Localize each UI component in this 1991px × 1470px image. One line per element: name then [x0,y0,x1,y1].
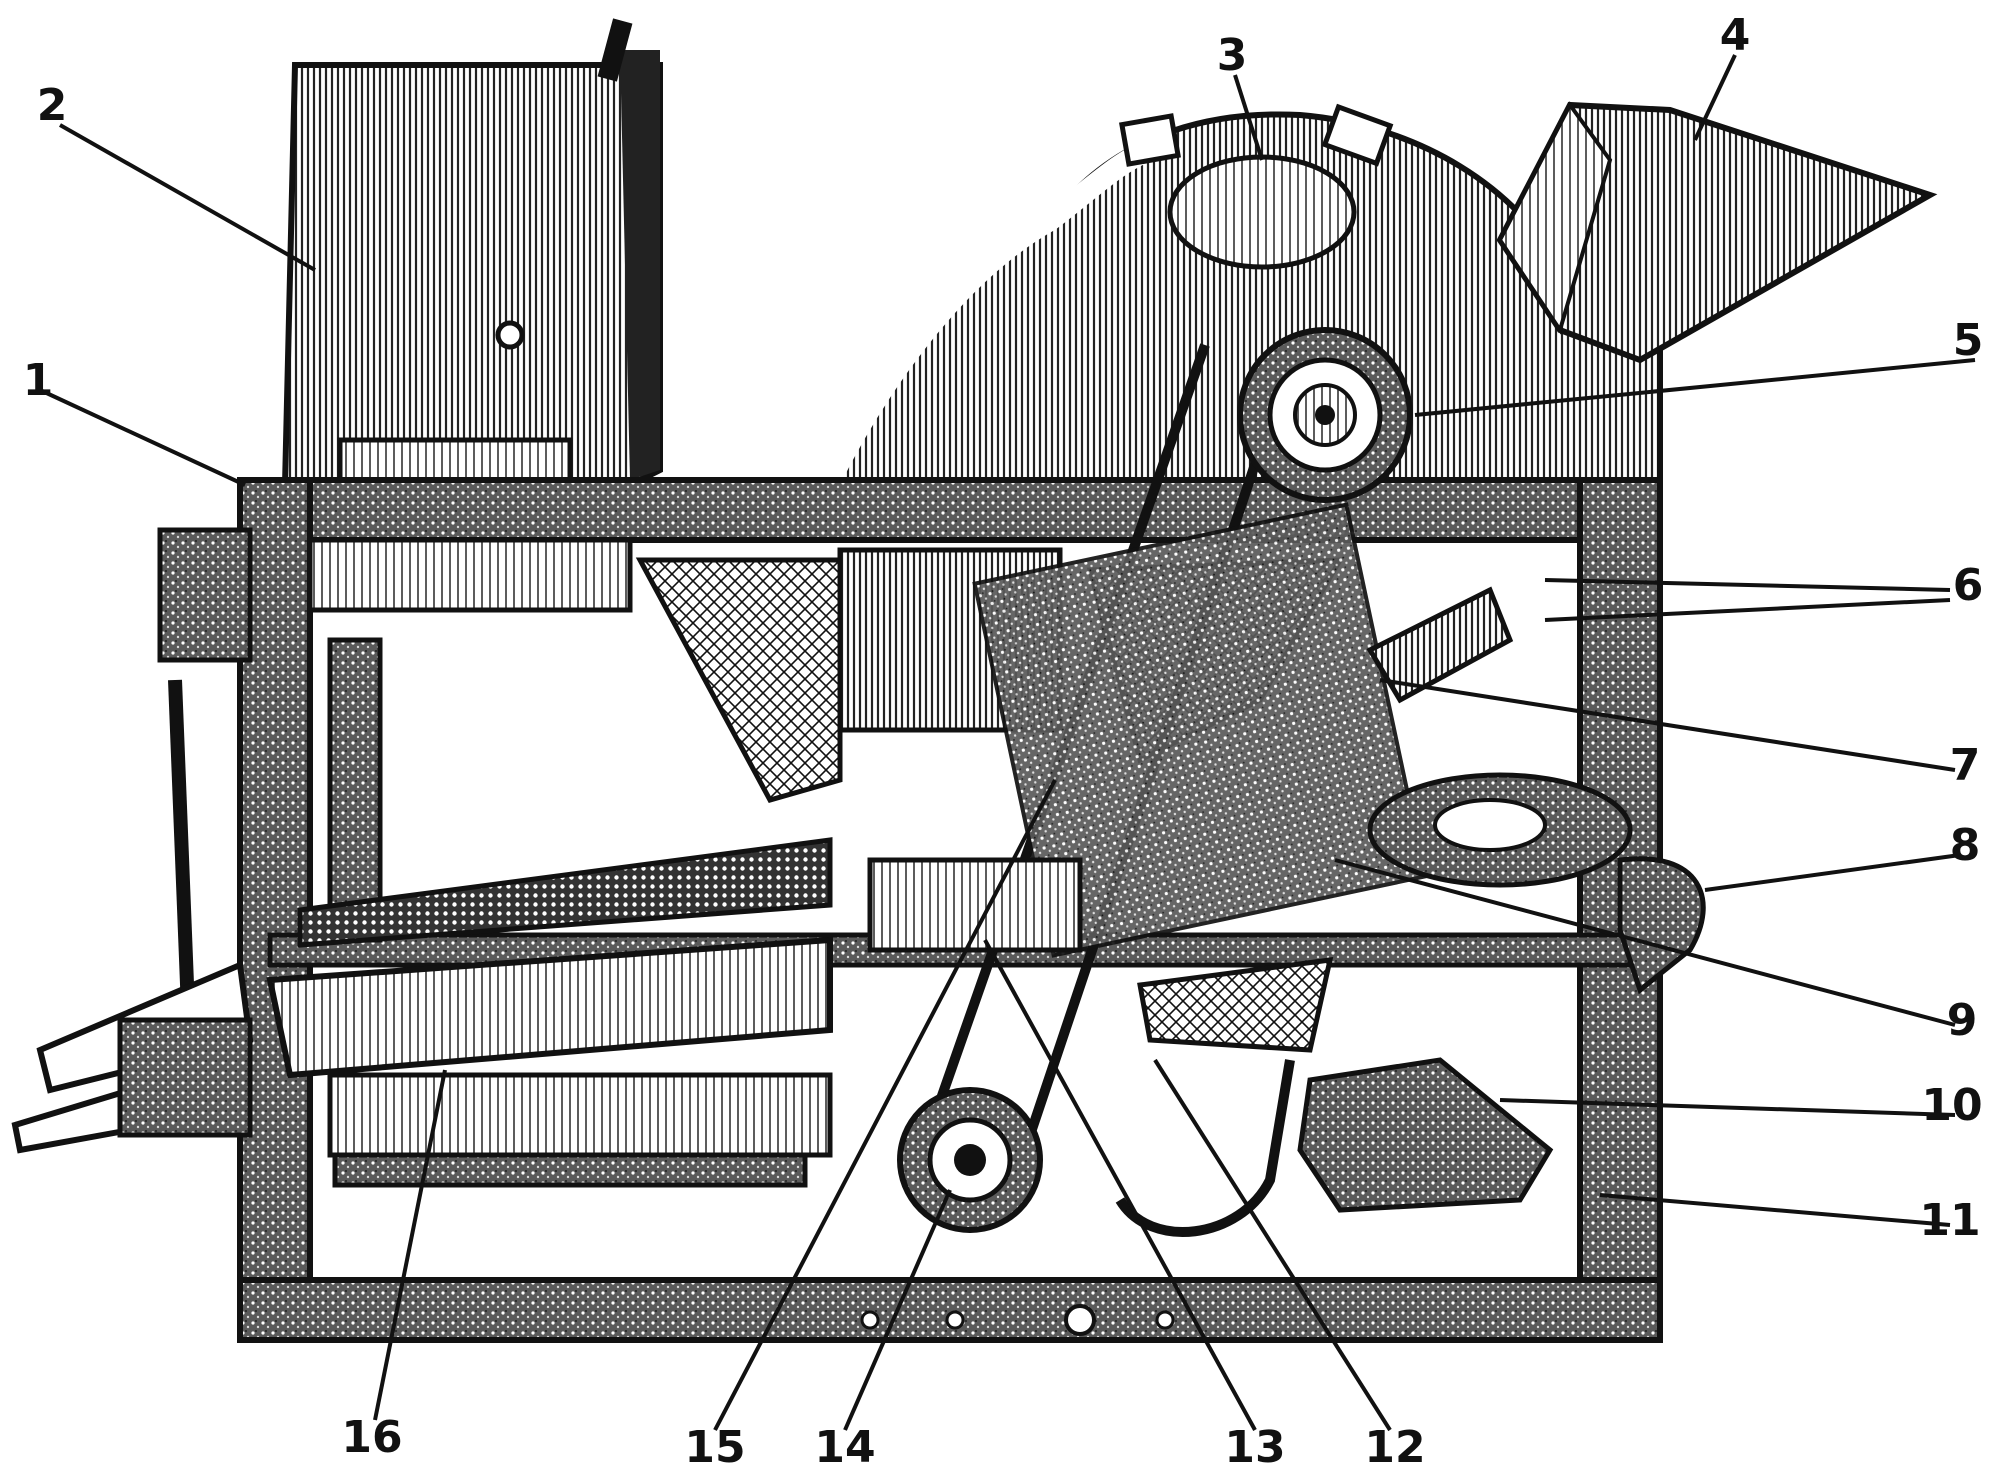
callout-15: 15 [684,1422,745,1470]
sieve-trough [266,837,833,1158]
callout-16: 16 [341,1412,402,1463]
callout-8: 8 [1950,820,1981,871]
side-box [307,537,633,613]
callout-10: 10 [1921,1080,1982,1131]
hopper [281,18,663,488]
callout-14: 14 [814,1422,875,1470]
lower-belt [1115,1059,1295,1237]
fan-housing [1367,772,1706,995]
callout-4: 4 [1720,10,1751,61]
callout-6: 6 [1953,560,1984,611]
callout-3: 3 [1217,30,1248,81]
outlet-chute [1496,101,1938,364]
callout-5: 5 [1953,315,1984,366]
callout-12: 12 [1364,1422,1425,1470]
feed-board [867,857,1083,953]
grain-spout [11,960,254,1154]
callout-labels: 1 2 3 4 5 6 7 8 9 10 11 12 13 14 15 16 [23,10,1984,1470]
callout-13: 13 [1224,1422,1285,1470]
callout-9: 9 [1947,995,1978,1046]
callout-11: 11 [1919,1195,1980,1246]
callout-7: 7 [1950,740,1981,791]
belt-cover [972,502,1428,958]
gear-unit [1297,1057,1554,1213]
lower-pulley [897,1087,1043,1233]
callout-1: 1 [23,355,54,406]
callout-2: 2 [37,80,68,131]
upper-pulley [1237,327,1413,503]
leader-lines [39,54,1976,1432]
